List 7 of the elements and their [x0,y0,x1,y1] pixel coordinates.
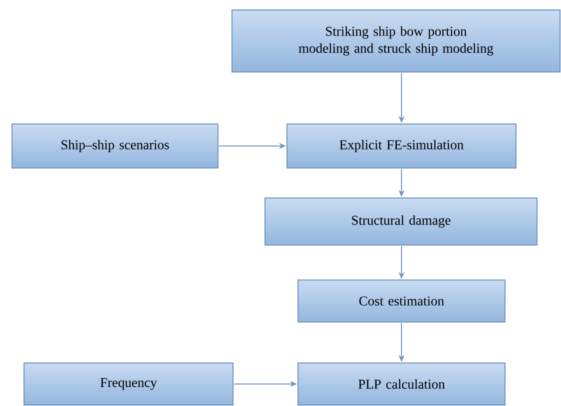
process-box: Frequency [24,362,234,406]
process-box: Cost estimation [298,279,506,322]
process-box: PLP calculation [298,362,506,406]
process-box: Striking ship bow portion modeling and struck ship modeling [232,10,560,72]
process-box: Explicit FE-simulation [286,124,516,168]
process-box: Ship–ship scenarios [12,124,218,168]
process-box: Structural damage [264,198,538,246]
